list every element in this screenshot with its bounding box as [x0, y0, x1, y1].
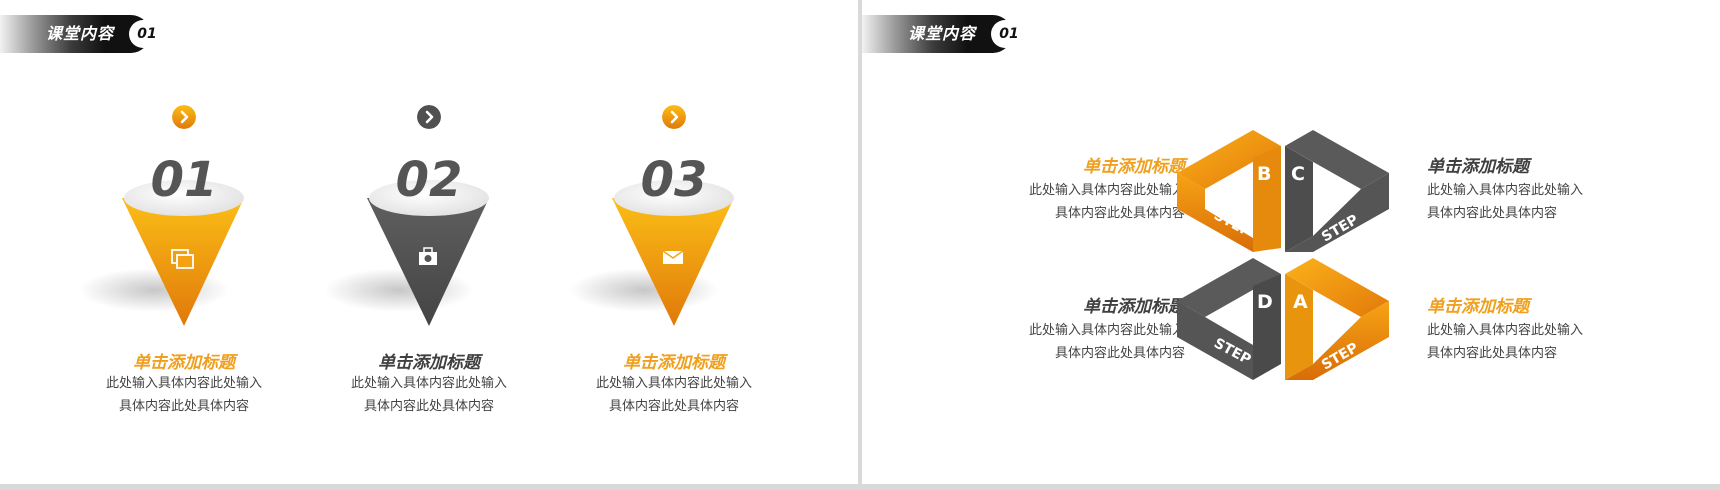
- step-title: 单击添加标题: [1427, 157, 1529, 177]
- desc-line: 此处输入具体内容此处输入: [1028, 323, 1185, 338]
- desc-line: 具体内容此处具体内容: [1427, 206, 1558, 221]
- header-title: 课堂内容: [908, 24, 977, 43]
- step-desc: 此处输入具体内容此处输入 具体内容此处具体内容: [995, 179, 1185, 225]
- step-piece-d: D STEP: [1177, 258, 1281, 380]
- step-card-3: 03 单击添加标题 此处输入具体内容此处输入 具体内容此处具体内容: [552, 0, 796, 484]
- chevron-right-icon[interactable]: [417, 105, 441, 129]
- header-bar: [0, 15, 150, 53]
- cone-graphic: 03: [569, 152, 734, 326]
- card-title: 单击添加标题: [378, 353, 480, 373]
- desc-line: 具体内容此处具体内容: [1427, 346, 1558, 361]
- desc-line: 具体内容此处具体内容: [118, 399, 249, 414]
- step-cube-diagram: B STEP C STEP D STEP A STEP: [1177, 130, 1389, 380]
- photos-icon: [171, 249, 194, 269]
- desc-line: 具体内容此处具体内容: [363, 399, 494, 414]
- header-number: 01: [991, 20, 1027, 48]
- step-block-bottom-right: 单击添加标题 此处输入具体内容此处输入 具体内容此处具体内容: [1427, 295, 1617, 365]
- desc-line: 此处输入具体内容此处输入: [1028, 183, 1185, 198]
- step-piece-c: C STEP: [1285, 130, 1389, 252]
- step-piece-b: B STEP: [1177, 130, 1281, 252]
- header-number: 01: [129, 20, 165, 48]
- step-block-bottom-left: 单击添加标题 此处输入具体内容此处输入 具体内容此处具体内容: [995, 295, 1185, 365]
- desc-line: 此处输入具体内容此处输入: [105, 376, 262, 391]
- header-bar: [862, 15, 1012, 53]
- card-desc: 此处输入具体内容此处输入 具体内容此处具体内容: [62, 372, 306, 418]
- piece-letter: A: [1293, 291, 1308, 313]
- header-tag: 课堂内容 01: [862, 15, 1030, 53]
- card-title: 单击添加标题: [623, 353, 725, 373]
- camera-icon: [419, 247, 437, 265]
- card-title: 单击添加标题: [133, 353, 235, 373]
- step-card-2: 02 单击添加标题 此处输入具体内容此处输入 具体内容此处具体内容: [307, 0, 551, 484]
- desc-line: 此处输入具体内容此处输入: [1427, 183, 1584, 198]
- step-desc: 此处输入具体内容此处输入 具体内容此处具体内容: [1427, 179, 1617, 225]
- step-desc: 此处输入具体内容此处输入 具体内容此处具体内容: [1427, 319, 1617, 365]
- piece-letter: B: [1257, 163, 1271, 185]
- slide-left: 课堂内容 01 01 单击添加标题 此处输入具体内容此处输入 具体内容此处具体内…: [0, 0, 858, 484]
- step-block-top-right: 单击添加标题 此处输入具体内容此处输入 具体内容此处具体内容: [1427, 155, 1617, 225]
- cone-graphic: 01: [79, 152, 244, 326]
- desc-line: 具体内容此处具体内容: [1054, 206, 1185, 221]
- desc-line: 此处输入具体内容此处输入: [350, 376, 507, 391]
- step-number: 01: [151, 152, 218, 208]
- step-block-top-left: 单击添加标题 此处输入具体内容此处输入 具体内容此处具体内容: [995, 155, 1185, 225]
- cone-graphic: 02: [324, 152, 489, 326]
- card-desc: 此处输入具体内容此处输入 具体内容此处具体内容: [552, 372, 796, 418]
- header-tag: 课堂内容 01: [0, 15, 168, 53]
- desc-line: 此处输入具体内容此处输入: [1427, 323, 1584, 338]
- piece-letter: C: [1291, 163, 1305, 185]
- step-number: 03: [641, 152, 708, 208]
- header-title: 课堂内容: [46, 24, 115, 43]
- step-piece-a: A STEP: [1285, 258, 1389, 380]
- step-card-1: 01 单击添加标题 此处输入具体内容此处输入 具体内容此处具体内容: [62, 0, 306, 484]
- desc-line: 此处输入具体内容此处输入: [595, 376, 752, 391]
- step-title: 单击添加标题: [1083, 297, 1185, 317]
- desc-line: 具体内容此处具体内容: [1054, 346, 1185, 361]
- chevron-right-icon[interactable]: [662, 105, 686, 129]
- card-desc: 此处输入具体内容此处输入 具体内容此处具体内容: [307, 372, 551, 418]
- step-title: 单击添加标题: [1427, 297, 1529, 317]
- chevron-right-icon[interactable]: [172, 105, 196, 129]
- envelope-icon: [662, 250, 684, 264]
- piece-letter: D: [1257, 291, 1273, 313]
- step-desc: 此处输入具体内容此处输入 具体内容此处具体内容: [995, 319, 1185, 365]
- step-title: 单击添加标题: [1083, 157, 1185, 177]
- slide-right: 课堂内容 01 单击添加标题 此处输入具体内容此处输入 具体内容此处具体内容 单…: [862, 0, 1720, 484]
- desc-line: 具体内容此处具体内容: [608, 399, 739, 414]
- step-number: 02: [396, 152, 463, 208]
